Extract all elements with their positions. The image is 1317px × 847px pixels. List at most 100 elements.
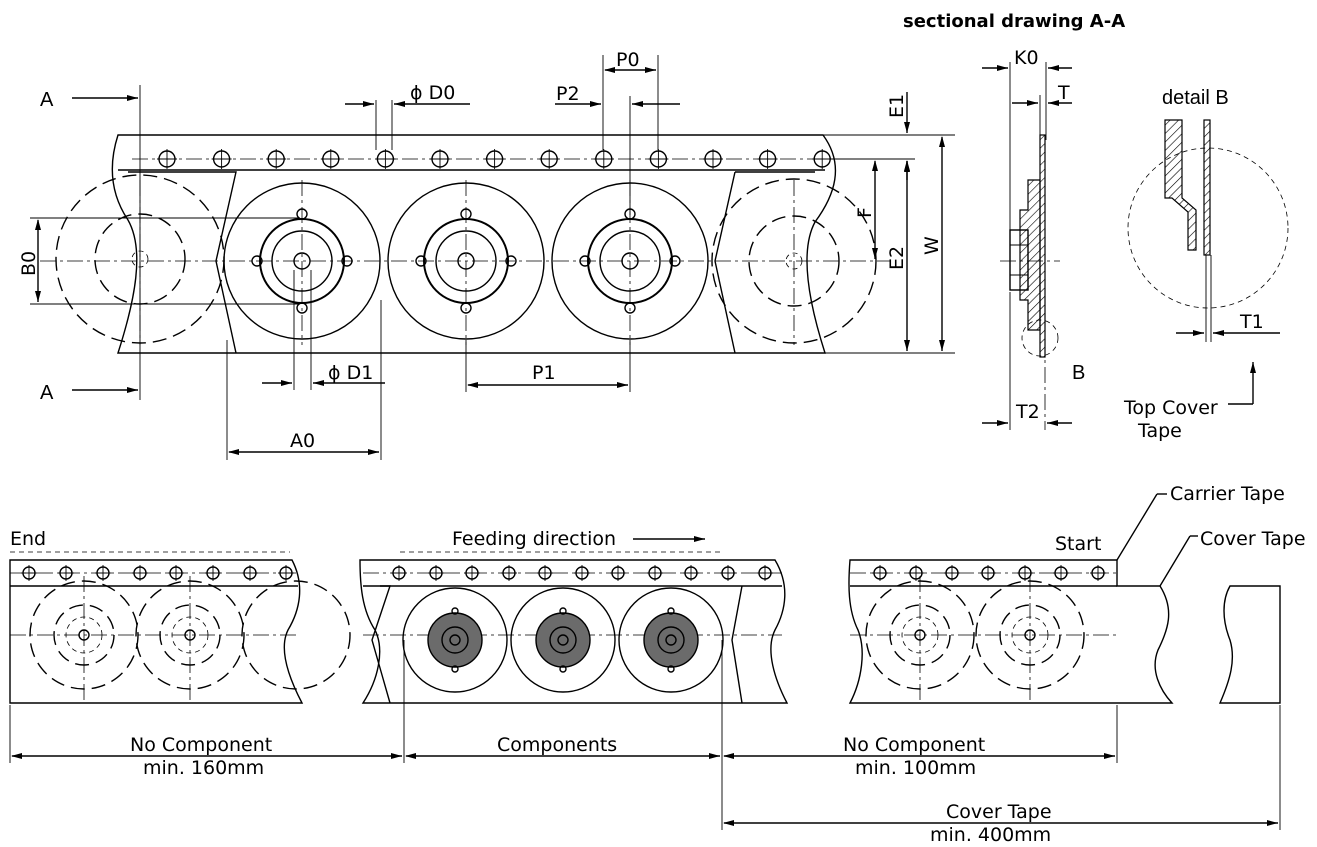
no-component-1-min: min. 160mm	[143, 757, 264, 779]
sprocket-hole	[484, 149, 505, 169]
cover-tape-length-label: Cover Tape	[946, 801, 1052, 823]
k0-label: K0	[1014, 47, 1039, 69]
detail-title: detail B	[1162, 87, 1229, 109]
sprocket-hole	[157, 149, 177, 169]
sprocket-hole	[944, 565, 960, 581]
top-view: A A ϕ D0 P0 P2 B0 ϕ D1 P1	[18, 49, 955, 460]
sprocket-hole	[908, 565, 924, 581]
no-component-1-label: No Component	[130, 734, 272, 756]
sprocket-hole	[574, 565, 590, 581]
top-cover-tape-label-2: Tape	[1137, 420, 1182, 442]
sprocket-hole	[464, 565, 480, 581]
sprocket-hole	[539, 149, 560, 169]
segment-components-right-cut	[731, 585, 743, 704]
t1-label: T1	[1239, 311, 1264, 333]
tape-section	[1039, 134, 1046, 358]
detail-b-marker-circle	[1021, 319, 1059, 357]
end-label: End	[10, 528, 46, 550]
sprocket-hole	[242, 565, 258, 581]
detail-circle	[1127, 147, 1289, 309]
cover-tape-label: Cover Tape	[1200, 528, 1306, 550]
bottom-overview: End	[9, 483, 1306, 846]
sprocket-hole	[266, 149, 287, 169]
sprocket-hole	[1053, 565, 1069, 581]
sprocket-hole	[278, 565, 294, 581]
components-label: Components	[497, 734, 617, 756]
sprocket-hole	[211, 149, 232, 169]
sprocket-hole	[205, 565, 221, 581]
t-label: T	[1057, 82, 1070, 104]
segment-start-outline	[848, 559, 1174, 704]
segment-end-outline	[9, 559, 304, 704]
sprocket-hole	[720, 565, 736, 581]
segment-start-pockets	[865, 576, 1085, 700]
sprocket-hole	[168, 565, 184, 581]
carrier-tape-label: Carrier Tape	[1170, 483, 1285, 505]
segment-end-pockets	[29, 576, 351, 700]
sprocket-hole	[980, 565, 996, 581]
p2-label: P2	[556, 83, 580, 105]
component-section	[1009, 229, 1029, 291]
sprocket-holes-bottom	[21, 565, 1106, 581]
sprocket-hole	[391, 565, 407, 581]
segment-components-left-cut	[371, 585, 391, 704]
a0-label: A0	[290, 430, 315, 452]
sprocket-hole	[537, 565, 553, 581]
sprocket-hole	[610, 565, 626, 581]
section-a-top-label: A	[40, 89, 54, 111]
component-pocket-3	[618, 587, 724, 693]
sprocket-hole	[593, 149, 614, 169]
sprocket-hole	[58, 565, 74, 581]
p0-label: P0	[616, 49, 640, 71]
top-cover-tape-label-1: Top Cover	[1123, 397, 1218, 419]
detail-pocket-wall	[1164, 119, 1197, 251]
e2-label: E2	[886, 246, 908, 270]
sprocket-hole	[1090, 565, 1106, 581]
sectional-title: sectional drawing A-A	[903, 11, 1125, 32]
feeding-direction-label: Feeding direction	[452, 528, 616, 550]
detail-b-view: detail B T1 Top Cover Tape	[1123, 87, 1289, 442]
sprocket-hole	[132, 565, 148, 581]
cover-tape-min: min. 400mm	[930, 824, 1051, 846]
component-pocket-1	[402, 587, 508, 693]
sprocket-hole	[430, 149, 450, 169]
sprocket-hole	[757, 565, 773, 581]
detail-tape	[1203, 119, 1211, 256]
sprocket-hole	[1017, 565, 1033, 581]
sprocket-hole	[647, 565, 663, 581]
sprocket-hole	[757, 149, 778, 169]
sprocket-holes-top	[157, 149, 833, 169]
sprocket-hole	[375, 149, 396, 169]
sprocket-hole	[648, 149, 669, 169]
component-pocket-2	[510, 587, 616, 693]
section-a-bottom-label: A	[40, 382, 54, 404]
sprocket-hole	[683, 565, 699, 581]
no-component-2-min: min. 100mm	[855, 757, 976, 779]
sprocket-hole	[428, 565, 444, 581]
cover-tape-end	[1218, 585, 1281, 704]
no-component-2-label: No Component	[843, 734, 985, 756]
p1-label: P1	[532, 362, 556, 384]
sectional-view: sectional drawing A-A K0 T B T2	[903, 11, 1125, 430]
left-pocket-cut	[128, 171, 237, 354]
right-pocket-cut	[714, 171, 815, 354]
sprocket-hole	[812, 149, 833, 169]
f-label: F	[854, 207, 876, 218]
w-label: W	[921, 236, 943, 255]
sprocket-hole	[95, 565, 111, 581]
d1-label: ϕ D1	[328, 362, 373, 384]
segment-components-outline	[359, 559, 789, 704]
sprocket-hole	[320, 149, 341, 169]
t2-label: T2	[1015, 401, 1040, 423]
sprocket-hole	[501, 565, 517, 581]
start-label: Start	[1055, 533, 1101, 555]
sprocket-hole	[21, 565, 37, 581]
b0-label: B0	[18, 251, 40, 276]
tape-outline	[111, 134, 837, 354]
sprocket-hole	[872, 565, 888, 581]
detail-b-marker: B	[1072, 362, 1085, 384]
sprocket-hole	[703, 149, 723, 169]
e1-label: E1	[886, 94, 908, 118]
d0-label: ϕ D0	[410, 82, 455, 104]
